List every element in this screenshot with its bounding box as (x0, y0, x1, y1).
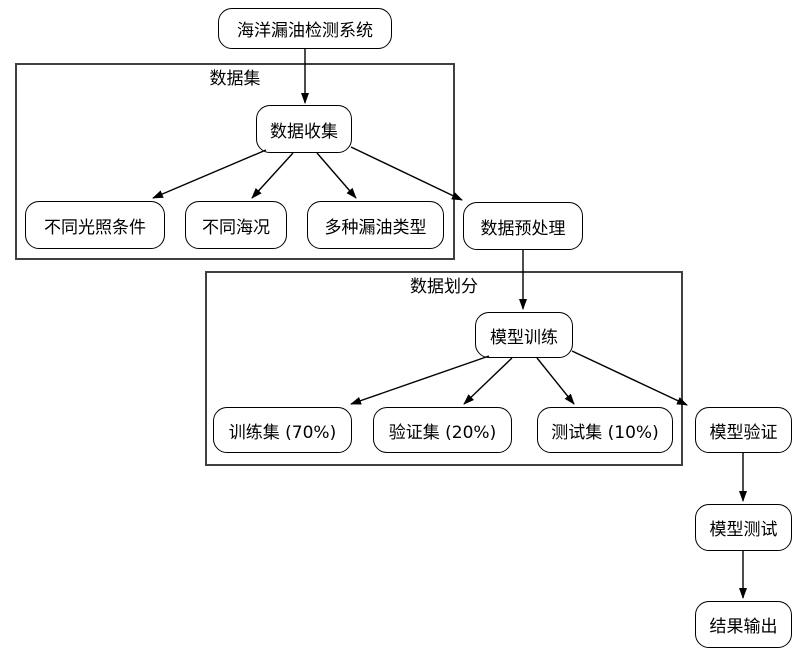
node-root-label: 海洋漏油检测系统 (237, 21, 373, 41)
node-validate: 模型验证 (695, 407, 792, 453)
node-validate-label: 模型验证 (709, 422, 778, 443)
node-train-set-label: 训练集 (70%) (228, 422, 337, 443)
node-output-label: 结果输出 (709, 617, 778, 637)
node-train-label: 模型训练 (490, 327, 558, 348)
node-test: 模型测试 (695, 504, 792, 551)
node-train-set: 训练集 (70%) (213, 407, 352, 453)
node-output: 结果输出 (695, 601, 792, 648)
node-spill-types-label: 多种漏油类型 (324, 217, 427, 238)
node-root: 海洋漏油检测系统 (218, 8, 392, 49)
node-preprocess: 数据预处理 (463, 202, 583, 250)
node-lighting: 不同光照条件 (25, 201, 165, 249)
cluster-dataset-label: 数据集 (209, 69, 261, 89)
node-collect: 数据收集 (256, 105, 352, 153)
node-test-label: 模型测试 (709, 520, 778, 540)
node-train: 模型训练 (475, 312, 573, 358)
node-sea-label: 不同海况 (202, 217, 270, 238)
node-preprocess-label: 数据预处理 (480, 218, 566, 239)
node-lighting-label: 不同光照条件 (44, 217, 146, 238)
node-test-set-label: 测试集 (10%) (551, 422, 659, 443)
node-test-set: 测试集 (10%) (537, 407, 673, 453)
node-spill-types: 多种漏油类型 (307, 201, 444, 249)
cluster-partition-label: 数据划分 (410, 277, 478, 297)
node-val-set-label: 验证集 (20%) (388, 422, 497, 443)
node-val-set: 验证集 (20%) (373, 407, 512, 453)
node-collect-label: 数据收集 (270, 121, 338, 142)
node-sea: 不同海况 (185, 201, 287, 249)
